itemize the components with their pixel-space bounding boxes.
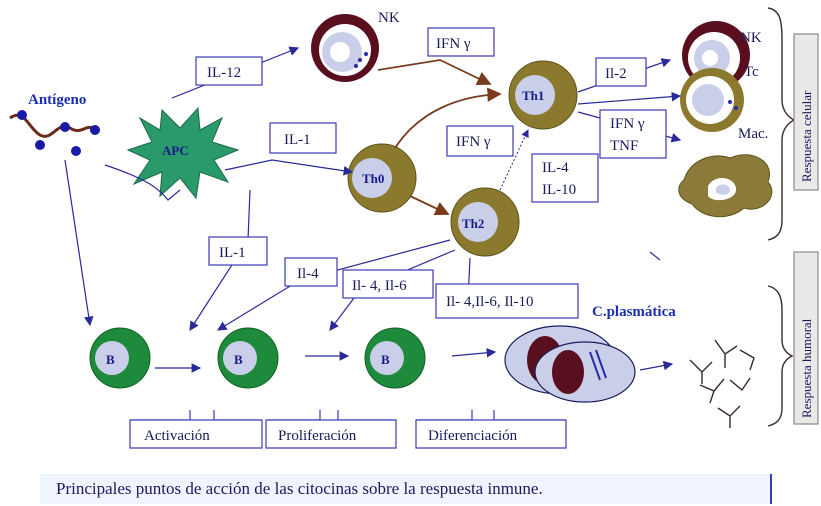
b-cell-1	[89, 327, 151, 389]
plasma-to-ab-arrow	[639, 360, 674, 371]
il1-lower-box	[208, 236, 268, 266]
th1-cell	[508, 60, 578, 130]
ifn-top-text: IFN γ	[436, 36, 471, 52]
il12-text: IL-12	[207, 65, 241, 81]
il4-il10-box	[531, 153, 599, 203]
nk-right-label: NK	[740, 30, 762, 46]
ifn-mid-text: IFN γ	[456, 134, 491, 150]
ifn-top-box	[427, 27, 495, 57]
th2-cell	[450, 187, 520, 257]
th1-label: Th1	[522, 88, 544, 103]
celular-side-box	[793, 33, 819, 191]
th2-label: Th2	[462, 216, 484, 231]
tc-label: Tc	[744, 64, 759, 80]
b-cell-2	[217, 327, 279, 389]
antigen-to-b-arrow	[64, 159, 94, 327]
apc-cell	[126, 106, 240, 200]
nk-top-label: NK	[378, 10, 400, 26]
antigen-to-apc-arrow	[104, 164, 181, 201]
il4-small-text: Il-4	[297, 266, 319, 282]
caption-text: Principales puntos de acción de las cito…	[56, 479, 543, 498]
th0-to-th1-arrow	[394, 87, 502, 149]
il12-box	[195, 56, 263, 86]
activacion-text: Activación	[144, 428, 210, 444]
il4-il10-line1: IL-4	[542, 160, 569, 176]
diferenciacion-text: Diferenciación	[428, 428, 518, 444]
antibodies	[689, 339, 755, 428]
antigen-label: Antígeno	[28, 92, 86, 108]
th0-label: Th0	[362, 171, 384, 186]
ifn-tnf-line2: TNF	[610, 138, 638, 154]
th1-to-tc-arrow	[577, 91, 682, 105]
th0-to-th2-arrow	[409, 195, 450, 216]
il2-text: Il-2	[605, 66, 627, 82]
b-cell-3-label: B	[381, 352, 390, 367]
ifn-tnf-box	[599, 109, 667, 159]
il4-il6-box	[342, 269, 434, 299]
apc-label: APC	[162, 143, 189, 158]
apc-to-th0-arrow	[224, 159, 354, 176]
ifn-tnf-line1: IFN γ	[610, 116, 645, 132]
humoral-side-box	[793, 251, 819, 425]
proliferacion-text: Proliferación	[278, 428, 357, 444]
immune-response-diagram: Antígeno APC NK Th0 Th1 Th2 NK	[9, 7, 819, 449]
b-cell-3	[364, 327, 426, 389]
il4-il10-line2: IL-10	[542, 182, 576, 198]
th2-right-tick	[649, 251, 661, 261]
il2-box	[595, 57, 647, 87]
ifn-mid-box	[446, 125, 514, 157]
celular-brace	[767, 7, 796, 241]
il1-lower-text: IL-1	[219, 245, 246, 261]
mac-label: Mac.	[738, 126, 768, 142]
celular-side-text: Respuesta celular	[799, 90, 814, 182]
il4-small-box	[284, 257, 338, 287]
antigen-chain	[9, 110, 100, 156]
nk-to-th1-arrow	[377, 59, 492, 86]
tc-cell	[680, 68, 744, 132]
b3-to-plasma-arrow	[451, 347, 497, 358]
proliferacion-box	[265, 419, 397, 449]
caption-bar: Principales puntos de acción de las cito…	[40, 474, 772, 504]
humoral-brace	[767, 285, 794, 427]
th0-cell	[347, 143, 417, 213]
diferenciacion-box	[415, 419, 567, 449]
b-cell-2-label: B	[234, 352, 243, 367]
plasma-label: C.plasmática	[592, 304, 676, 320]
il4-il6-il10-box	[435, 283, 579, 319]
il4-il6-text: Il- 4, Il-6	[352, 278, 407, 294]
il4-il6-il10-text: Il- 4,Il-6, Il-10	[446, 294, 533, 310]
b-cell-1-label: B	[106, 352, 115, 367]
humoral-side-text: Respuesta humoral	[799, 318, 814, 418]
nk-top-cell	[311, 14, 379, 82]
th2-to-th1-arrow	[499, 129, 529, 191]
plasma-cells	[504, 325, 636, 403]
activacion-box	[129, 419, 263, 449]
macrophage-cell	[678, 154, 773, 218]
il1-upper-text: IL-1	[284, 132, 311, 148]
il1-upper-box	[269, 122, 337, 154]
